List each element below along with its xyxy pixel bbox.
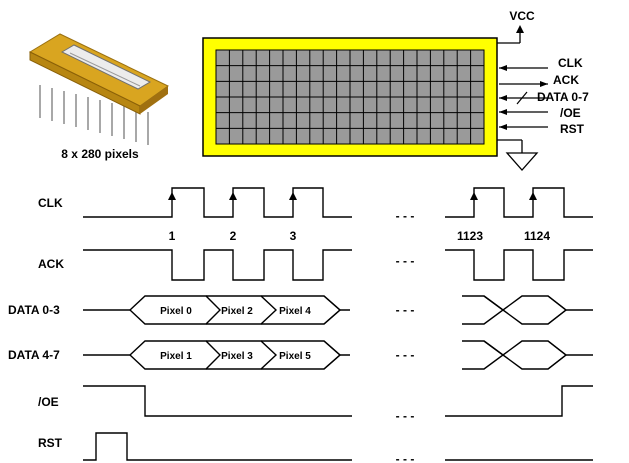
- pin-ack: ACK: [499, 73, 579, 87]
- oe-waveform: - - -: [83, 386, 593, 423]
- pin-clk: CLK: [499, 56, 583, 71]
- gap-marker: - - -: [396, 409, 415, 423]
- signal-labels: CLK ACK DATA 0-3 DATA 4-7 /OE RST: [8, 196, 64, 450]
- ground-icon: [497, 140, 537, 170]
- chip-caption: 8 x 280 pixels: [61, 147, 139, 161]
- pin-label-clk: CLK: [558, 56, 583, 70]
- chip-illustration: 8 x 280 pixels: [30, 34, 168, 161]
- pin-rst: RST: [499, 122, 585, 136]
- pin-label-oe: /OE: [560, 106, 581, 120]
- pin-oe: /OE: [499, 106, 581, 120]
- clk-waveform: 1 2 3 1123 1124 - - -: [83, 188, 593, 243]
- pin-label-rst: RST: [560, 122, 585, 136]
- pin-label-ack: ACK: [553, 73, 579, 87]
- data03-pixel-label: Pixel 0: [160, 306, 192, 317]
- gap-marker: - - -: [396, 209, 415, 223]
- sensor-block: VCC CLK ACK DATA 0-7 /OE RST: [203, 9, 589, 170]
- signal-label-oe: /OE: [38, 395, 59, 409]
- signal-label-data47: DATA 4-7: [8, 348, 60, 362]
- data03-waveform: Pixel 0 Pixel 2 Pixel 4 - - -: [83, 296, 593, 324]
- data47-pixel-label: Pixel 3: [221, 351, 253, 362]
- gap-marker: - - -: [396, 348, 415, 362]
- clock-edge-label: 1: [169, 229, 176, 243]
- rst-waveform: - - -: [83, 433, 593, 463]
- pin-label-data: DATA 0-7: [537, 90, 589, 104]
- clock-edge-label: 3: [290, 229, 297, 243]
- pixel-grid: [216, 50, 484, 144]
- gap-marker: - - -: [396, 452, 415, 463]
- data47-pixel-label: Pixel 5: [279, 351, 311, 362]
- data03-pixel-label: Pixel 4: [279, 306, 311, 317]
- clock-edge-label: 2: [230, 229, 237, 243]
- signal-label-clk: CLK: [38, 196, 63, 210]
- data47-waveform: Pixel 1 Pixel 3 Pixel 5 - - -: [83, 341, 593, 369]
- data03-pixel-label: Pixel 2: [221, 306, 253, 317]
- clock-edge-label: 1124: [524, 229, 550, 243]
- signal-label-data03: DATA 0-3: [8, 303, 60, 317]
- pin-data: DATA 0-7: [499, 90, 589, 104]
- data47-pixel-label: Pixel 1: [160, 351, 192, 362]
- ack-waveform: - - -: [83, 250, 593, 280]
- signal-label-ack: ACK: [38, 257, 64, 271]
- vcc-arrow-icon: [516, 25, 524, 33]
- clk-edge-arrows: [168, 192, 537, 200]
- clock-edge-label: 1123: [457, 229, 483, 243]
- gap-marker: - - -: [396, 303, 415, 317]
- vcc-label: VCC: [509, 9, 535, 23]
- gap-marker: - - -: [396, 254, 415, 268]
- signal-label-rst: RST: [38, 436, 63, 450]
